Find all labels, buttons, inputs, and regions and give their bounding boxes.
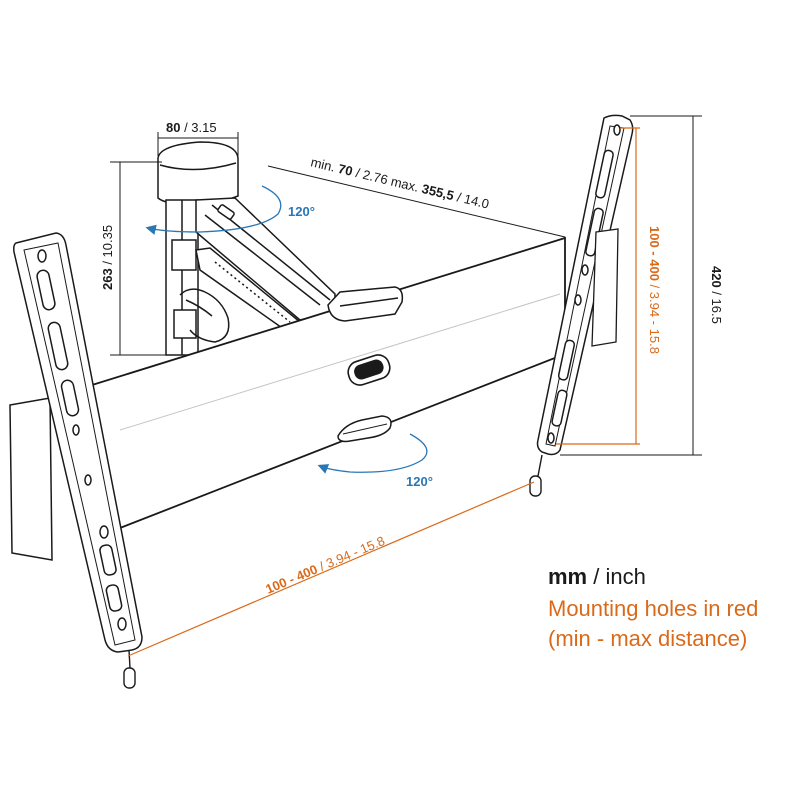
wall-plate-right [591,228,619,347]
rotation-arrow-top [145,185,282,235]
wall-arm [157,141,336,356]
legend-units-rest: / inch [587,564,646,589]
rotation-label-top: 120° [288,204,315,219]
vogels-logo-badge [347,354,391,386]
extension-dim: min. 70 / 2.76 max. 355,5 / 14.0 [309,154,490,211]
tv-plate [90,236,566,530]
tv-strip-right [536,114,634,456]
legend-min-max: (min - max distance) [548,626,748,651]
arm-head [327,286,404,322]
mounting-hole-lines [127,127,640,657]
horizontal-holes-dim: 100 - 400 / 3.94 - 15.8 [263,533,387,597]
wall-plate-back [9,397,53,561]
arm-width-dim: 80 / 3.15 [166,120,217,135]
tv-strip-left [13,232,143,653]
rotation-label-bottom: 120° [406,474,433,489]
plate-height-dim: 420 / 16.5 [709,266,724,324]
vertical-holes-dim: 100 - 400 / 3.94 - 15.8 [647,226,662,354]
legend-units: mm / inch [548,564,646,590]
dimension-lines [110,115,702,456]
legend-mounting-holes: Mounting holes in red [548,596,759,621]
plate-knob [337,415,392,443]
safety-pin-right [529,454,543,497]
arm-height-dim: 263 / 10.35 [100,225,115,290]
legend-units-bold: mm [548,564,588,589]
rotation-arrow-bottom [317,433,428,474]
safety-pin-left [123,649,136,689]
